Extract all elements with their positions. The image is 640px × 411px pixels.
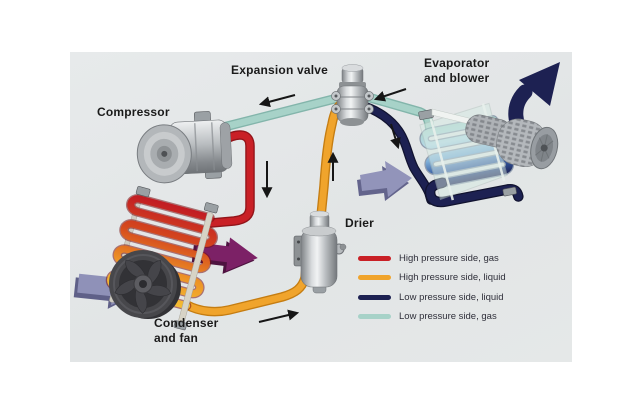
air-in-arrow-evaporator bbox=[357, 161, 412, 201]
condenser-label-line1: Condenser bbox=[154, 316, 219, 330]
legend-label: High pressure side, gas bbox=[399, 252, 499, 264]
legend-label: High pressure side, liquid bbox=[399, 272, 506, 283]
expansion-valve-label: Expansion valve bbox=[231, 63, 329, 77]
legend-swatch-hp-liquid bbox=[358, 275, 391, 280]
legend-swatch-hp-gas bbox=[358, 255, 391, 261]
condenser-label: Condenser and fan bbox=[154, 316, 218, 346]
legend-row: Low pressure side, gas bbox=[358, 311, 506, 323]
cooling-fan bbox=[109, 250, 181, 319]
evaporator-label-line1: Evaporator bbox=[424, 56, 490, 70]
legend-row: High pressure side, liquid bbox=[358, 272, 506, 284]
legend-label: Low pressure side, gas bbox=[399, 311, 497, 322]
drier-label: Drier bbox=[345, 216, 375, 230]
legend-row: Low pressure side, liquid bbox=[358, 291, 506, 303]
evaporator-label: Evaporator and blower bbox=[424, 56, 489, 86]
legend-row: High pressure side, gas bbox=[358, 252, 506, 264]
legend-swatch-lp-liquid bbox=[358, 294, 391, 300]
legend: High pressure side, gas High pressure si… bbox=[358, 252, 506, 330]
flow-direction-arrows bbox=[258, 88, 407, 323]
legend-swatch-lp-gas bbox=[358, 314, 391, 319]
drier-unit bbox=[293, 210, 347, 294]
expansion-valve-unit bbox=[331, 64, 374, 126]
evaporator-label-line2: and blower bbox=[424, 71, 490, 85]
condenser-label-line2: and fan bbox=[154, 331, 199, 345]
blower bbox=[465, 114, 559, 170]
compressor-label: Compressor bbox=[97, 105, 170, 119]
compressor-unit bbox=[136, 111, 233, 184]
legend-label: Low pressure side, liquid bbox=[399, 291, 504, 303]
